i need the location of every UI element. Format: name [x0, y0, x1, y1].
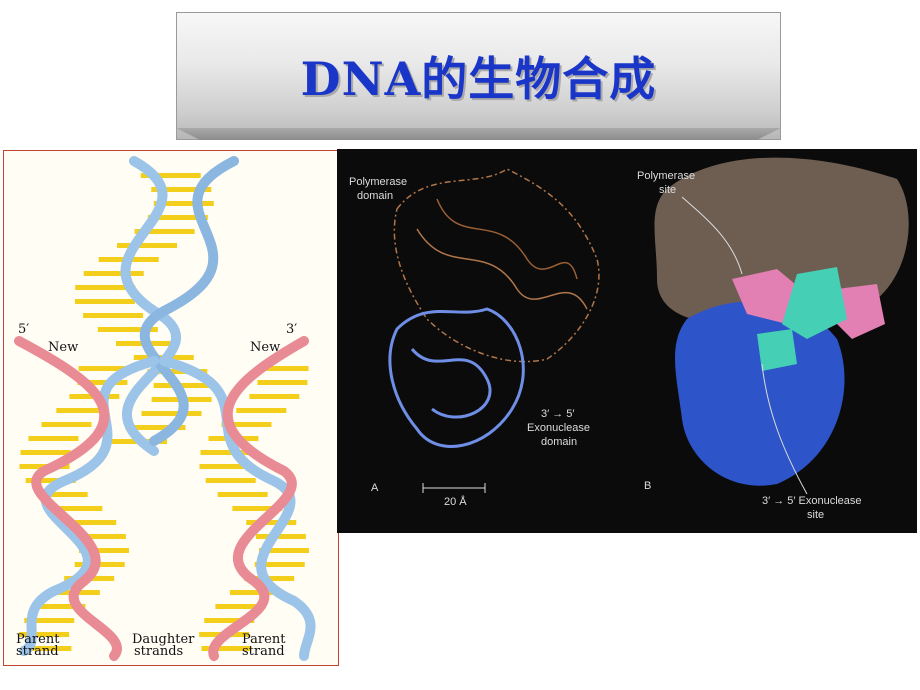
base-pair	[116, 243, 177, 248]
base-pair	[25, 478, 76, 483]
dna-teal-region-2	[757, 329, 797, 371]
label-exonuclease-domain-1: 3′ → 5′	[541, 408, 574, 420]
label-new-left: New	[48, 340, 78, 355]
base-pair	[35, 604, 86, 609]
base-pair	[19, 632, 70, 637]
base-pair	[255, 534, 306, 539]
left-new-strand	[14, 336, 122, 661]
base-pair	[56, 408, 107, 413]
base-pair	[246, 520, 297, 525]
base-pair	[66, 520, 117, 525]
base-pair	[28, 436, 79, 441]
base-pair	[254, 562, 305, 567]
base-pair	[151, 187, 212, 192]
label-panel-b: B	[644, 480, 651, 492]
parent-strand-blue-top	[120, 156, 182, 456]
label-polymerase-site-2: site	[659, 184, 676, 196]
base-pair	[24, 618, 75, 623]
label-exonuclease-site-1: 3′ → 5′ Exonuclease	[762, 495, 862, 507]
dna-replication-illustration: 5′ 3′ New New Parent strand Daughter str…	[14, 156, 316, 661]
base-pair	[204, 618, 255, 623]
base-pair	[125, 425, 186, 430]
base-pair	[258, 366, 309, 371]
label-panel-a: A	[371, 482, 379, 494]
label-polymerase-domain-1: Polymerase	[349, 176, 407, 188]
base-pair	[199, 464, 250, 469]
base-pair	[153, 201, 214, 206]
label-3-prime: 3′	[286, 322, 297, 337]
base-pair	[83, 271, 144, 276]
base-pair	[78, 548, 129, 553]
base-pair	[41, 422, 92, 427]
base-pair	[201, 646, 252, 651]
base-pair	[147, 369, 208, 374]
exonuclease-domain-ribbon	[388, 307, 525, 448]
base-pair	[52, 506, 103, 511]
base-pair	[75, 285, 136, 290]
base-pair	[257, 380, 308, 385]
label-new-right: New	[250, 340, 280, 355]
base-pair	[140, 173, 201, 178]
base-pair	[78, 366, 129, 371]
base-pair	[37, 492, 88, 497]
dna-pink-region-2	[832, 284, 885, 339]
label-exonuclease-domain-3: domain	[541, 436, 577, 448]
base-pair	[200, 450, 251, 455]
label-parent-strand-left-1: Parent	[16, 632, 60, 647]
base-pair	[83, 313, 144, 318]
label-exonuclease-site-2: site	[807, 509, 824, 521]
base-pair	[147, 215, 208, 220]
label-parent-strand-right-2: strand	[242, 644, 285, 659]
base-pair	[20, 450, 71, 455]
label-scale: 20 Å	[444, 495, 467, 508]
parent-strand-blue-top2	[139, 156, 239, 446]
base-pair	[217, 492, 268, 497]
label-polymerase-site-1: Polymerase	[637, 170, 695, 182]
base-pair	[97, 327, 158, 332]
base-pair	[75, 534, 126, 539]
dna-replication-figure: 5′ 3′ New New Parent strand Daughter str…	[3, 150, 339, 666]
base-pair	[249, 394, 300, 399]
label-parent-strand-right-1: Parent	[242, 632, 286, 647]
right-new-strand	[208, 336, 309, 661]
base-pair	[215, 604, 266, 609]
label-parent-strand-left-2: strand	[16, 644, 59, 659]
base-pair	[205, 478, 256, 483]
label-daughter-strands-2: strands	[134, 644, 183, 659]
base-pair	[21, 646, 72, 651]
base-pair	[74, 299, 135, 304]
base-pair	[232, 506, 283, 511]
label-polymerase-domain-2: domain	[357, 190, 393, 202]
dna-teal-region	[782, 267, 847, 339]
label-exonuclease-domain-2: Exonuclease	[527, 422, 590, 434]
base-pair	[236, 408, 287, 413]
title-banner: DNA的生物合成	[176, 12, 781, 140]
base-pair	[258, 548, 309, 553]
label-5-prime: 5′	[18, 322, 29, 337]
slide-title: DNA的生物合成	[300, 52, 657, 106]
label-daughter-strands-1: Daughter	[132, 632, 195, 647]
exonuclease-domain-surface	[675, 301, 845, 486]
polymerase-structure-figure: Polymerase domain 3′ → 5′ Exonuclease do…	[337, 149, 917, 533]
polymerase-structure-illustration: Polymerase domain 3′ → 5′ Exonuclease do…	[349, 157, 909, 521]
base-pair	[134, 229, 195, 234]
polymerase-domain-ribbon	[393, 168, 600, 363]
base-pair	[229, 590, 280, 595]
base-pair	[77, 380, 128, 385]
base-pair	[221, 422, 272, 427]
polymerase-domain-surface	[654, 157, 909, 323]
base-pair	[153, 383, 214, 388]
base-pair	[141, 411, 202, 416]
